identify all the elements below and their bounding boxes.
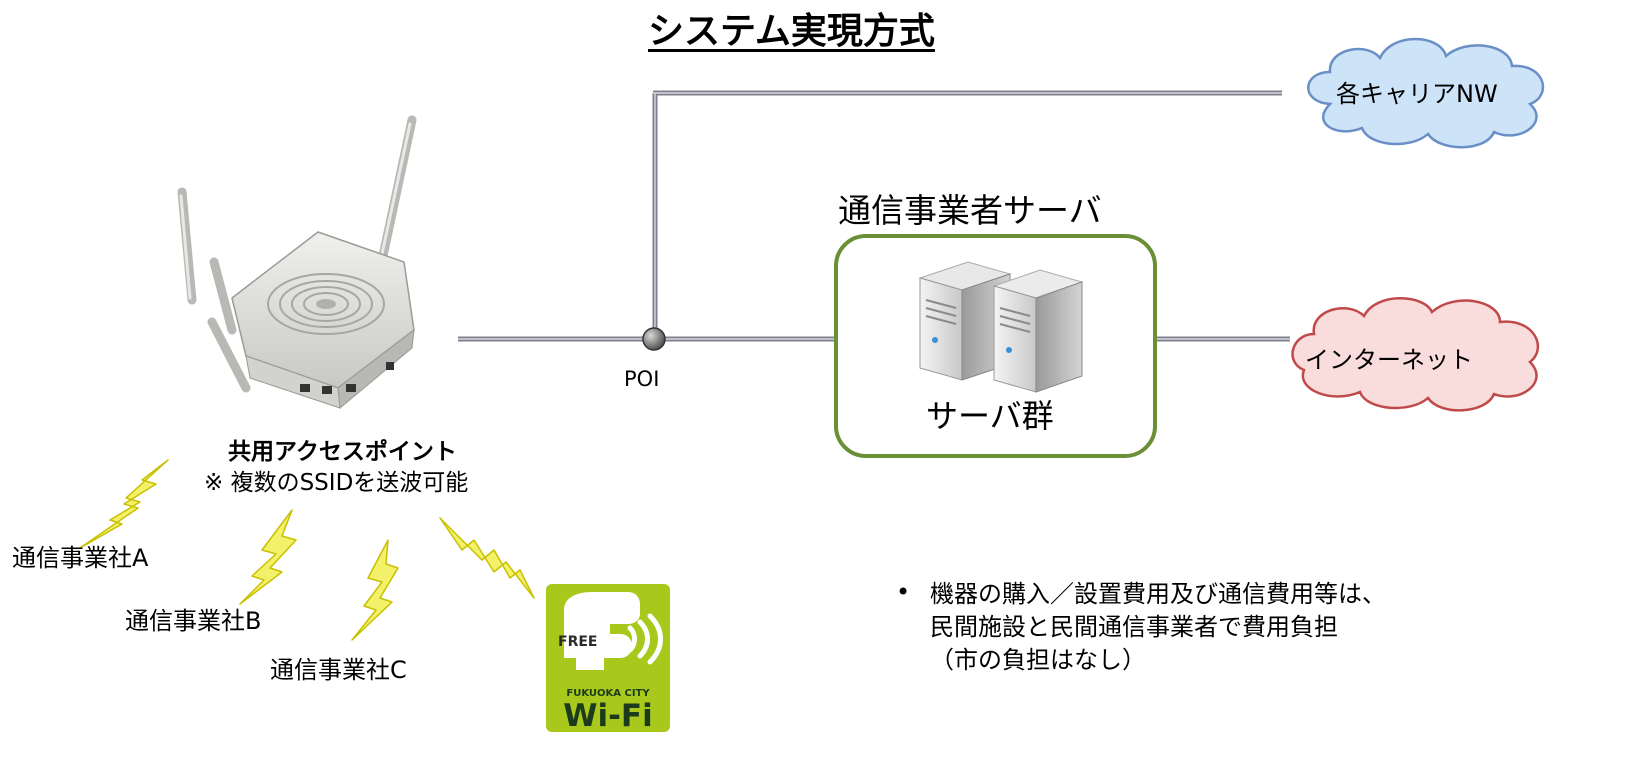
lightning-bolts bbox=[79, 459, 535, 641]
cost-note-line-3: （市の負担はなし） bbox=[930, 646, 1146, 674]
carrier-b-label: 通信事業社B bbox=[125, 607, 262, 635]
lightning-bolt-b-icon bbox=[239, 509, 297, 605]
carrier-c-label: 通信事業社C bbox=[270, 656, 407, 684]
cost-note-line-1: 機器の購入／設置費用及び通信費用等は、 bbox=[930, 580, 1386, 608]
server-heading: 通信事業者サーバ bbox=[838, 191, 1102, 230]
cloud-internet bbox=[1291, 297, 1540, 412]
carrier-nw-label: 各キャリアNW bbox=[1336, 80, 1498, 108]
access-point-note: ※ 複数のSSIDを送波可能 bbox=[204, 470, 469, 496]
poi-label: POI bbox=[624, 367, 660, 391]
lightning-bolt-a-icon bbox=[79, 459, 169, 549]
internet-label: インターネット bbox=[1305, 346, 1473, 374]
diagram-title: システム実現方式 bbox=[648, 11, 935, 52]
wifi-logo-brand: Wi-Fi bbox=[563, 698, 653, 732]
lightning-bolt-wifi-icon bbox=[439, 517, 535, 599]
cloud-carrier-nw bbox=[1307, 37, 1545, 149]
cost-notes: 機器の購入／設置費用及び通信費用等は、 民間施設と民間通信事業者で費用負担 （市… bbox=[896, 578, 1386, 677]
server-towers-icon bbox=[918, 261, 1084, 393]
poi-node bbox=[642, 327, 666, 351]
server-group-label: サーバ群 bbox=[926, 397, 1054, 435]
fukuoka-wifi-logo: FREE FUKUOKA CITY Wi-Fi bbox=[546, 584, 670, 732]
wifi-logo-free: FREE bbox=[558, 634, 597, 650]
cost-note-line-2: 民間施設と民間通信事業者で費用負担 bbox=[930, 613, 1338, 641]
access-point-name: 共用アクセスポイント bbox=[228, 439, 457, 465]
carrier-a-label: 通信事業社A bbox=[12, 544, 149, 572]
lightning-bolt-c-icon bbox=[351, 539, 399, 641]
cost-note-item: 機器の購入／設置費用及び通信費用等は、 民間施設と民間通信事業者で費用負担 （市… bbox=[896, 578, 1386, 677]
wifi-logo-city: FUKUOKA CITY bbox=[566, 688, 650, 699]
wireless-access-point-icon bbox=[177, 115, 417, 409]
